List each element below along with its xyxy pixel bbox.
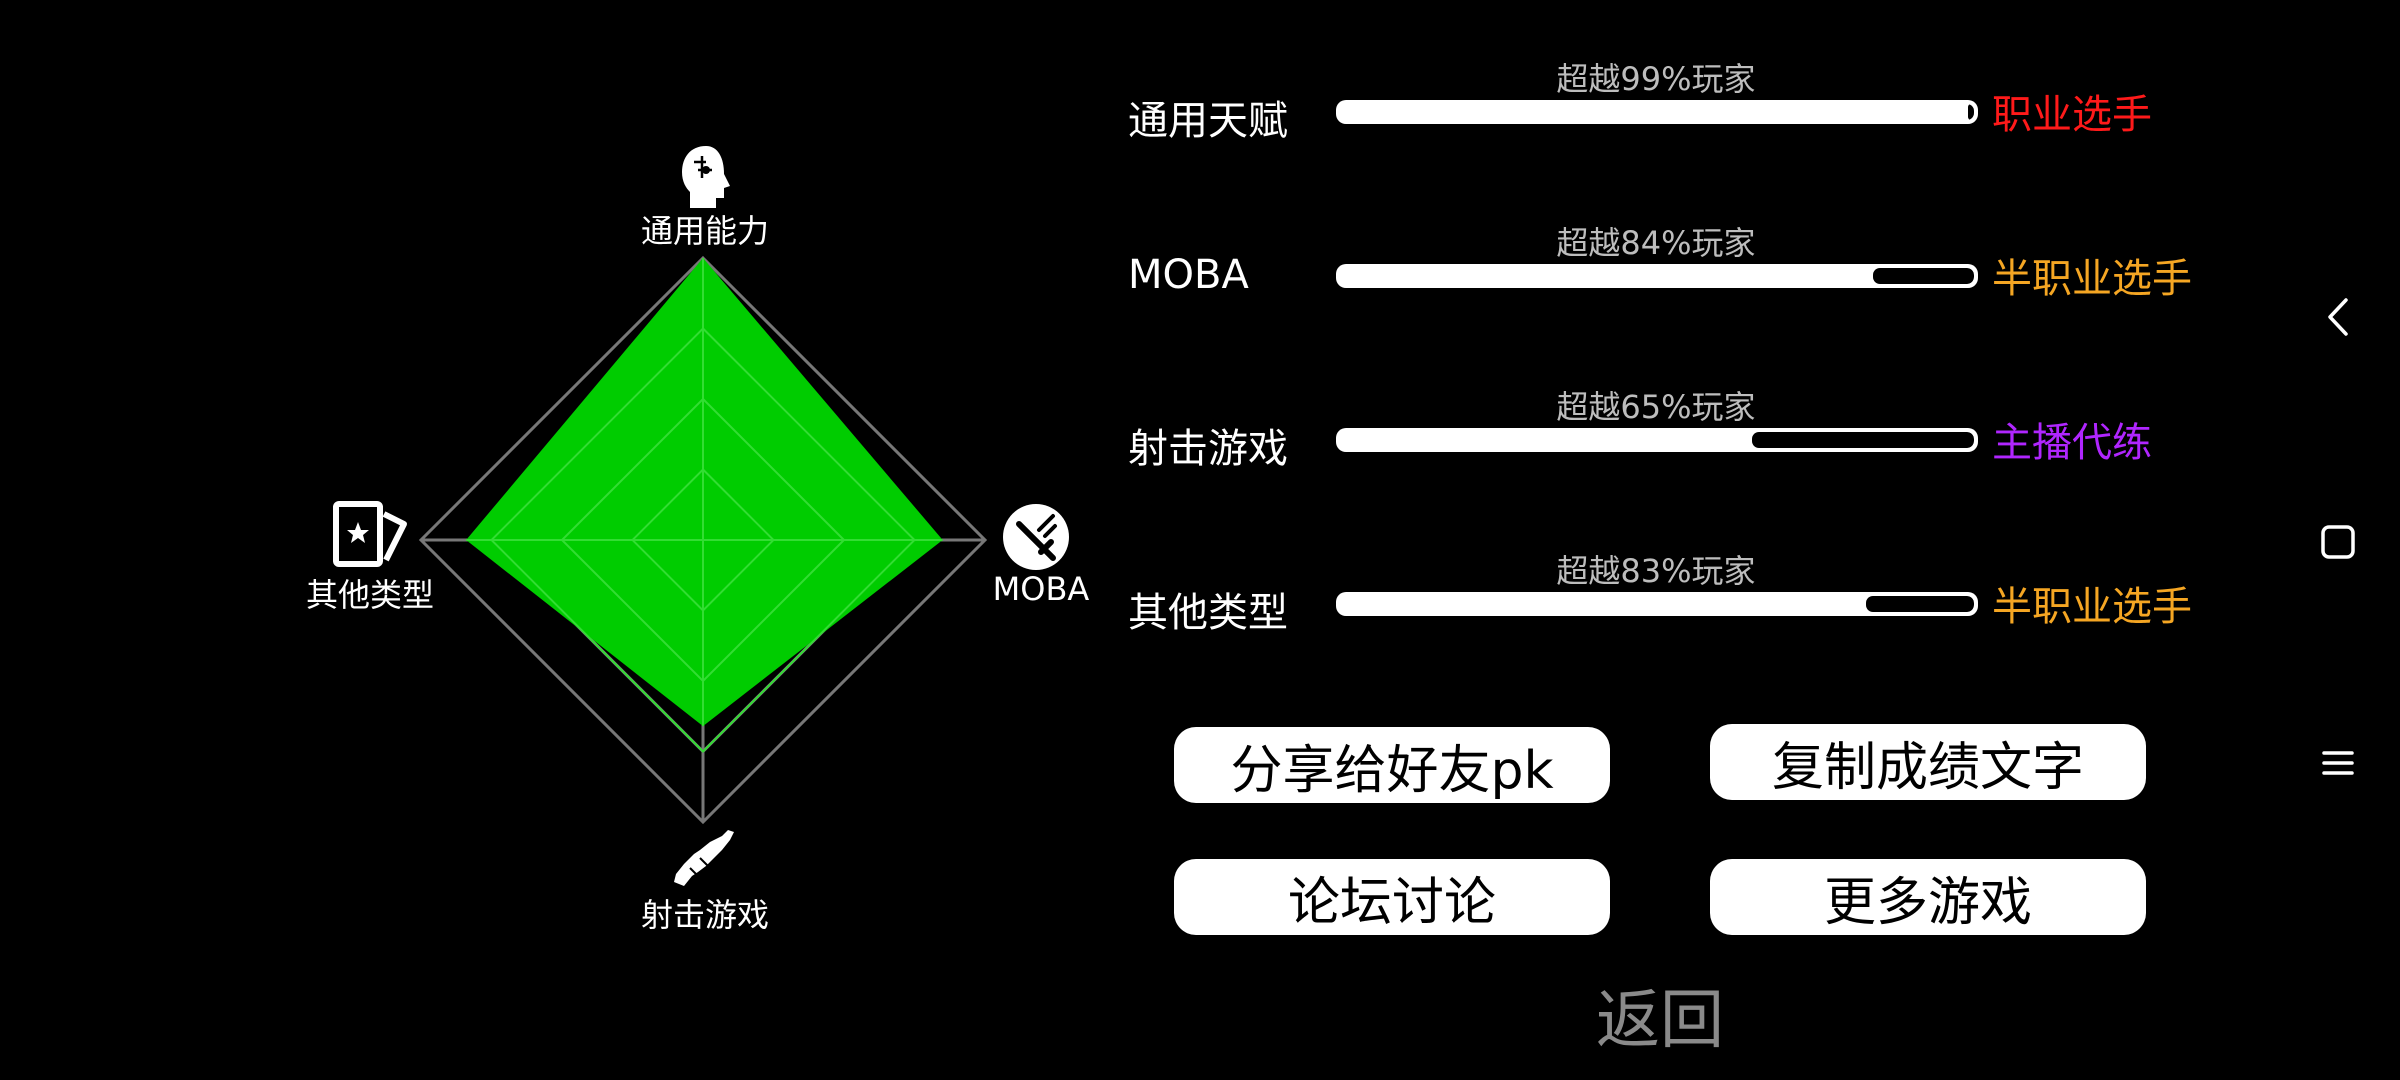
stat-percent-text: 超越83%玩家 xyxy=(1556,552,1756,590)
radar-label-other: 其他类型 xyxy=(305,576,434,614)
square-icon[interactable] xyxy=(2318,522,2358,562)
radar-value-polygon xyxy=(466,258,943,727)
stat-rank: 半职业选手 xyxy=(1992,584,2192,630)
stat-rank: 职业选手 xyxy=(1992,92,2152,138)
card-star-icon xyxy=(333,501,407,567)
moba-sword-icon xyxy=(1003,504,1069,570)
radar-fill xyxy=(466,258,943,753)
stat-rank: 主播代练 xyxy=(1992,420,2152,466)
radar-label-moba: MOBA xyxy=(992,570,1090,608)
stat-progress-bar xyxy=(1336,100,1978,124)
share-button[interactable]: 分享给好友pk xyxy=(1174,727,1610,803)
more-games-button[interactable]: 更多游戏 xyxy=(1710,859,2146,935)
radar-label-general: 通用能力 xyxy=(640,212,769,250)
menu-icon[interactable] xyxy=(2318,745,2358,781)
head-icon xyxy=(682,146,730,208)
radar-inner-ring-1 xyxy=(490,327,916,753)
stat-bar-fill xyxy=(1967,104,1974,120)
stat-rank: 半职业选手 xyxy=(1992,256,2192,302)
stat-percent-text: 超越99%玩家 xyxy=(1556,60,1756,98)
radar-svg xyxy=(418,255,988,825)
stat-bar-fill xyxy=(1752,432,1974,448)
stat-bar-fill xyxy=(1866,596,1974,612)
stat-label: 其他类型 xyxy=(1128,590,1288,636)
chevron-left-icon[interactable] xyxy=(2320,294,2356,340)
stat-label: MOBA xyxy=(1128,252,1249,298)
stat-percent-text: 超越84%玩家 xyxy=(1556,224,1756,262)
stat-row-shooter: 超越65%玩家 射击游戏 主播代练 xyxy=(0,378,2400,478)
forum-button[interactable]: 论坛讨论 xyxy=(1174,859,1610,935)
stat-label: 射击游戏 xyxy=(1128,426,1288,472)
stat-progress-bar xyxy=(1336,592,1978,616)
radar-label-shooter: 射击游戏 xyxy=(640,896,769,934)
stat-row-other: 超越83%玩家 其他类型 半职业选手 xyxy=(0,542,2400,642)
copy-results-button[interactable]: 复制成绩文字 xyxy=(1710,724,2146,800)
rifle-icon xyxy=(674,830,734,886)
stat-label: 通用天赋 xyxy=(1128,98,1288,144)
stat-progress-bar xyxy=(1336,428,1978,452)
stat-progress-bar xyxy=(1336,264,1978,288)
back-button[interactable]: 返回 xyxy=(1596,984,1724,1058)
stat-row-general: 超越99%玩家 通用天赋 职业选手 xyxy=(0,50,2400,150)
stat-bar-fill xyxy=(1872,268,1974,284)
stat-row-moba: 超越84%玩家 MOBA 半职业选手 xyxy=(0,214,2400,314)
stat-percent-text: 超越65%玩家 xyxy=(1556,388,1756,426)
